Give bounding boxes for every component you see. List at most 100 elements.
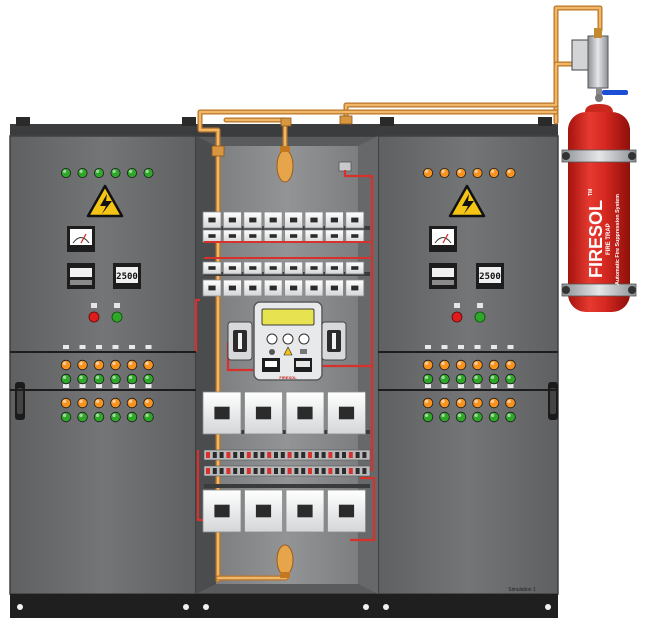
led-icon [472, 359, 483, 371]
circuit-breaker[interactable] [243, 229, 263, 243]
digital-meter-icon: 2500 [476, 263, 504, 289]
circuit-breaker[interactable] [222, 211, 242, 229]
circuit-breaker[interactable] [304, 261, 324, 275]
analog-meter-icon [429, 226, 457, 252]
circuit-breaker[interactable] [284, 261, 304, 275]
led-cap [474, 384, 481, 388]
circuit-breaker[interactable] [202, 279, 222, 297]
circuit-breaker[interactable] [285, 391, 325, 435]
circuit-breaker[interactable] [263, 211, 283, 229]
circuit-breaker[interactable] [327, 489, 366, 533]
terminal [294, 452, 299, 458]
led-icon [110, 359, 121, 371]
circuit-breaker[interactable] [243, 261, 263, 275]
circuit-breaker[interactable] [345, 279, 365, 297]
led-icon [143, 397, 154, 409]
circuit-breaker[interactable] [222, 279, 242, 297]
circuit-breaker[interactable] [243, 279, 263, 297]
pressure-gauge-icon [266, 333, 278, 345]
led-cap [458, 345, 464, 349]
circuit-breaker[interactable] [284, 229, 304, 243]
left-door-instruments: 2500 [10, 167, 196, 423]
extinguisher-product: FIRE TRAP [606, 223, 612, 255]
circuit-breaker[interactable] [263, 279, 283, 297]
circuit-breaker[interactable] [345, 211, 365, 229]
circuit-breaker[interactable] [324, 279, 344, 297]
discharge-nozzle-bottom [276, 544, 294, 578]
led-icon [93, 359, 105, 371]
terminal [206, 468, 210, 474]
led-icon [505, 373, 516, 385]
circuit-breaker[interactable] [202, 391, 242, 435]
led-icon [439, 411, 450, 423]
circuit-breaker[interactable] [222, 261, 242, 275]
led-cap [507, 345, 514, 349]
warning-high-voltage-icon [448, 184, 486, 218]
led-icon [455, 359, 467, 371]
led-icon [488, 411, 500, 423]
led-icon [60, 397, 72, 409]
right-status-leds [451, 303, 486, 323]
circuit-breaker[interactable] [304, 229, 324, 243]
circuit-breaker[interactable] [222, 229, 242, 243]
terminal [212, 468, 217, 474]
circuit-breaker[interactable] [244, 391, 283, 435]
led-icon [77, 411, 88, 423]
module-lcd-display [261, 308, 315, 326]
circuit-breaker[interactable] [284, 279, 304, 297]
led-icon [472, 373, 483, 385]
right-door-instruments: 2500 [378, 167, 558, 423]
led-icon [143, 167, 154, 178]
circuit-breaker[interactable] [324, 211, 344, 229]
led-cap [79, 384, 86, 388]
terminal-strip [203, 465, 371, 477]
circuit-breaker[interactable] [324, 229, 344, 243]
terminal [226, 468, 231, 474]
terminal [335, 452, 340, 458]
terminal [355, 452, 360, 458]
circuit-breaker[interactable] [304, 211, 324, 229]
circuit-breaker[interactable] [202, 261, 222, 275]
terminal [308, 468, 312, 474]
terminal [267, 452, 272, 458]
extinguisher-trademark: TM [588, 189, 594, 196]
circuit-breaker[interactable] [284, 211, 304, 229]
circuit-breaker[interactable] [345, 261, 365, 275]
led-icon [111, 311, 123, 323]
circuit-breaker[interactable] [327, 391, 366, 435]
led-icon [455, 373, 467, 385]
led-icon [422, 373, 434, 385]
led-icon [488, 397, 500, 409]
circuit-breaker[interactable] [263, 261, 283, 275]
circuit-breaker[interactable] [324, 261, 344, 275]
rotary-isolator-right[interactable] [321, 321, 347, 361]
circuit-breaker[interactable] [202, 229, 222, 243]
digital-meter-icon [429, 263, 457, 289]
led-cap [441, 345, 448, 349]
terminal [321, 468, 326, 474]
door-handle-icon[interactable] [548, 382, 558, 420]
tube-fittings [211, 115, 353, 157]
terminal [280, 468, 285, 474]
plinth-screw [17, 604, 23, 610]
door-handle-icon[interactable] [15, 382, 25, 420]
led-cap [474, 345, 481, 349]
circuit-breaker[interactable] [304, 279, 324, 297]
fire-extinguisher-cylinder: FIRESOL TM FIRE TRAP Automatic Fire Supp… [561, 28, 637, 312]
led-icon [110, 373, 121, 385]
circuit-breaker[interactable] [345, 229, 365, 243]
circuit-breaker[interactable] [244, 489, 283, 533]
led-icon [422, 167, 433, 178]
rotary-isolator-left[interactable] [227, 321, 253, 361]
control-module[interactable]: FIRESOL [253, 301, 323, 381]
left-indicator-leds [61, 167, 154, 178]
led-cap [425, 384, 431, 388]
circuit-breaker[interactable] [202, 489, 242, 533]
terminal-strip [203, 449, 371, 461]
circuit-breaker[interactable] [243, 211, 263, 229]
led-cap [441, 384, 448, 388]
circuit-breaker[interactable] [285, 489, 325, 533]
circuit-breaker[interactable] [202, 211, 222, 229]
led-icon [455, 397, 467, 409]
circuit-breaker[interactable] [263, 229, 283, 243]
